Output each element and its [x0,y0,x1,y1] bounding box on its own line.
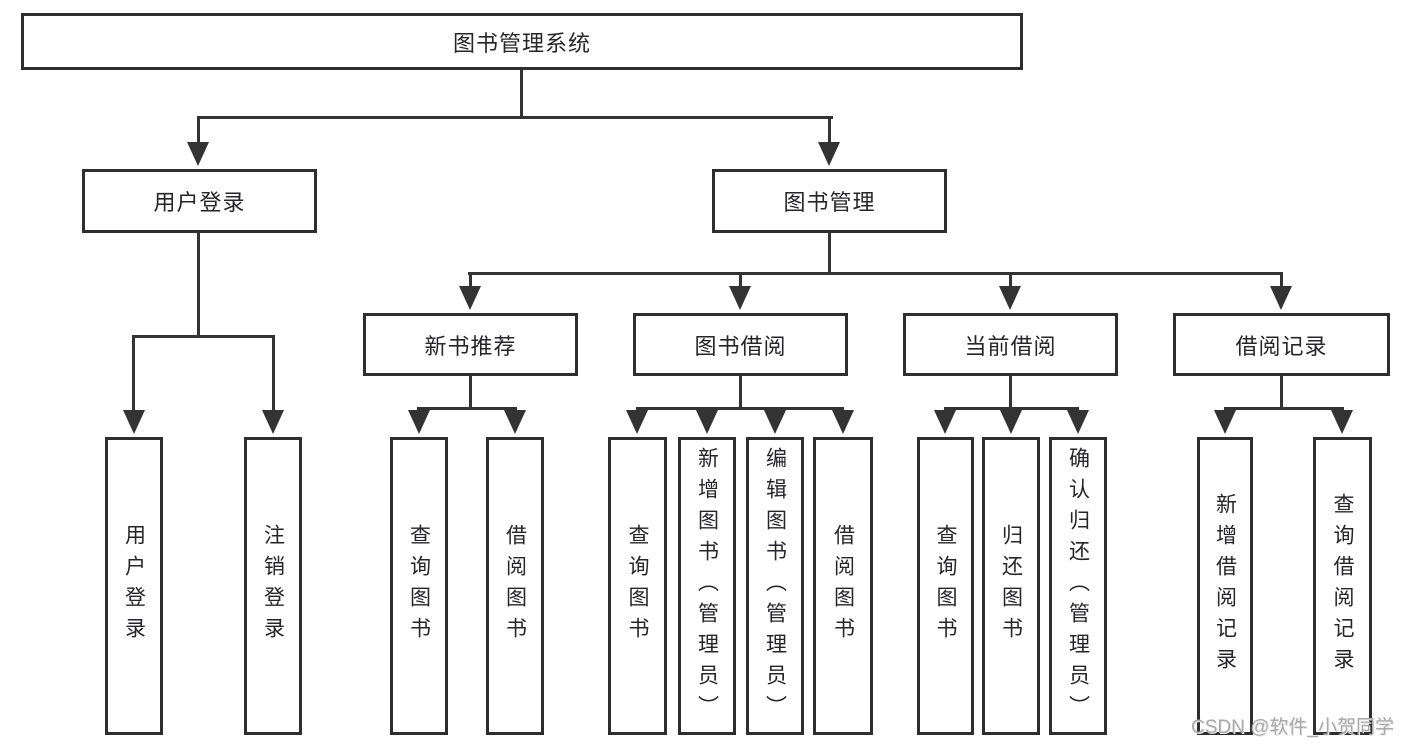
connector-line [469,274,472,288]
arrow-down-icon [123,410,145,434]
arrow-down-icon [626,410,648,434]
node-label: 借阅记录 [1235,333,1328,359]
node-new-book-recommend: 新书推荐 [363,313,578,376]
node-label: 查询图书 [407,524,431,648]
connector-line [828,118,831,144]
arrow-down-icon [504,410,526,434]
node-borrowing-records: 借阅记录 [1173,313,1390,376]
leaf-add-book-admin: 新增图书（管理员） [678,437,736,735]
connector-line [132,337,135,411]
arrow-down-icon [729,286,751,310]
watermark: CSDN @软件_小贺同学 [1191,717,1394,738]
leaf-add-borrow-record: 新增借阅记录 [1197,437,1253,735]
connector-line [1009,274,1012,288]
node-library-management-system: 图书管理系统 [21,13,1023,70]
node-user-login: 用户登录 [82,169,317,233]
node-label: 查询图书 [934,524,957,648]
leaf-user-login: 用户登录 [105,437,163,735]
connector-line [944,407,1079,410]
node-label: 当前借阅 [964,333,1057,359]
connector-line [520,70,523,117]
node-label: 图书借阅 [694,333,787,359]
arrow-down-icon [1000,410,1022,434]
leaf-return-books: 归还图书 [982,437,1040,735]
node-label: 借阅图书 [831,524,855,648]
arrow-down-icon [1067,410,1089,434]
node-label: 图书管理 [783,190,876,215]
connector-line [197,118,200,144]
leaf-query-books-current: 查询图书 [917,437,974,735]
connector-line [197,116,833,119]
leaf-query-books-recommend: 查询图书 [390,437,448,735]
connector-line [1224,407,1344,410]
leaf-edit-book-admin: 编辑图书（管理员） [746,437,804,735]
node-label: 查询借阅记录 [1331,493,1354,679]
node-label: 新增借阅记录 [1213,493,1237,679]
node-label: 用户登录 [122,524,146,648]
connector-line [132,335,275,338]
arrow-down-icon [1331,410,1353,434]
arrow-down-icon [408,410,430,434]
connector-line [739,274,742,288]
node-label: 注销登录 [261,524,285,648]
arrow-down-icon [999,286,1021,310]
connector-line [1280,376,1283,408]
connector-line [636,407,844,410]
arrow-down-icon [832,410,854,434]
connector-line [1280,274,1283,288]
node-label: 新书推荐 [424,333,517,359]
node-label: 确认归还（管理员） [1066,446,1090,726]
connector-line [739,376,742,408]
node-label: 图书管理系统 [452,30,591,56]
connector-line [828,233,831,274]
node-label: 编辑图书（管理员） [763,446,787,726]
arrow-down-icon [459,286,481,310]
leaf-borrow-books-borrowing: 借阅图书 [813,437,873,735]
connector-line [1009,376,1012,408]
connector-line [469,376,472,408]
arrow-down-icon [187,142,209,166]
node-label: 用户登录 [153,190,246,215]
arrow-down-icon [764,410,786,434]
node-current-borrowing: 当前借阅 [903,313,1118,376]
node-book-borrowing: 图书借阅 [633,313,848,376]
node-label: 查询图书 [626,524,649,648]
leaf-query-books-borrowing: 查询图书 [608,437,667,735]
arrow-down-icon [1270,286,1292,310]
arrow-down-icon [696,410,718,434]
connector-line [272,337,275,411]
connector-line [417,407,517,410]
node-book-management: 图书管理 [712,169,947,233]
arrow-down-icon [1214,410,1236,434]
arrow-down-icon [262,410,284,434]
connector-line [468,272,1283,275]
node-label: 归还图书 [999,524,1023,648]
connector-line [197,232,200,337]
leaf-borrow-books-recommend: 借阅图书 [486,437,544,735]
arrow-down-icon [818,142,840,166]
node-label: 借阅图书 [503,524,527,648]
leaf-logout: 注销登录 [244,437,302,735]
leaf-query-borrow-record: 查询借阅记录 [1313,437,1372,735]
node-label: 新增图书（管理员） [695,446,719,726]
leaf-confirm-return-admin: 确认归还（管理员） [1049,437,1107,735]
arrow-down-icon [934,410,956,434]
